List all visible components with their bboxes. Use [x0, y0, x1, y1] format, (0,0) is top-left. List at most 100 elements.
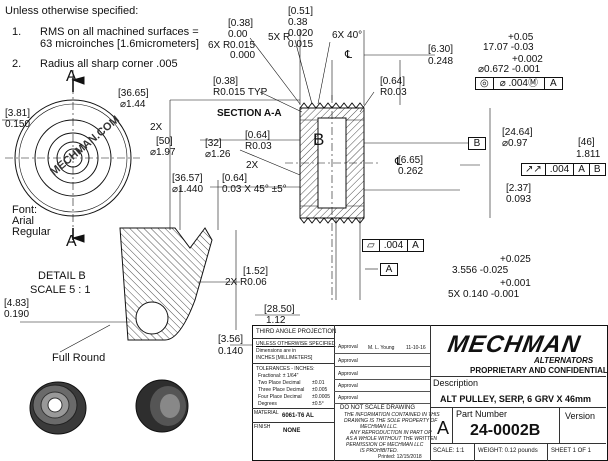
dim-50-bracket: [50] — [156, 136, 173, 147]
divider — [334, 391, 430, 392]
dim-064c: 0.03 X 45° ±5° — [222, 184, 287, 195]
pulley-render-2 — [135, 379, 189, 433]
divider — [252, 338, 334, 339]
dim-2x-b: 2X — [246, 160, 259, 171]
tol-row-label: Fractional: ± 1/64" — [258, 373, 299, 379]
finish-value: NONE — [283, 428, 301, 434]
font-note-2: Arial — [12, 215, 35, 227]
dim-483-bracket: [4.83] — [4, 298, 30, 309]
centerline-symbol-right: ℄ — [395, 156, 403, 168]
dim-6x40: 6X 40° — [332, 30, 363, 41]
divider — [334, 353, 430, 354]
divider — [430, 407, 606, 408]
divider — [334, 366, 430, 367]
description-label: Description — [433, 378, 479, 388]
dim-2x-a: 2X — [150, 122, 163, 133]
notes-header: Unless otherwise specified: — [5, 5, 139, 17]
proprietary-line: AS A WHOLE WITHOUT THE WRITTEN — [346, 436, 438, 442]
divider — [547, 443, 548, 461]
divider — [334, 379, 430, 380]
material-label: MATERIAL — [254, 410, 279, 416]
proprietary-banner: PROPRIETARY AND CONFIDENTIAL — [470, 366, 608, 375]
tol2-plus-0025: +0.025 — [500, 254, 531, 265]
divider — [559, 407, 560, 443]
section-marker-top: A — [66, 68, 77, 85]
dim-6xr-label: 6X R — [208, 40, 231, 51]
approver-name: M. L. Young — [368, 345, 395, 351]
dim-630: 0.248 — [428, 56, 454, 67]
dimension-lines — [2, 30, 491, 353]
fcf-flatness: ▱ .004 A — [362, 239, 424, 252]
dim-2464-bracket: [24.64] — [502, 127, 533, 138]
approver-date: 11-10-16 — [406, 345, 426, 351]
dim-630-bracket: [6.30] — [428, 44, 454, 55]
tol-row-label: Three Place Decimal — [258, 387, 305, 393]
approval-label: Approval — [338, 395, 358, 401]
proprietary-line: DRAWING IS THE SOLE PROPERTY OF — [344, 418, 438, 424]
unless-label: UNLESS OTHERWISE SPECIFIED — [256, 341, 336, 347]
pulley-render-1 — [29, 381, 87, 435]
dim-381-bracket: [3.81] — [5, 108, 31, 119]
dim-665-bracket: [6.65] — [398, 155, 424, 166]
fcf-runout: ↗↗ .004 A B — [521, 163, 606, 176]
tol2-0140: 5X 0.140 -0.001 — [448, 289, 520, 300]
inches-label: INCHES [MILLIMETERS] — [256, 355, 313, 361]
divider — [430, 443, 606, 444]
divider — [334, 325, 335, 461]
dim-2850-bracket: [28.50] — [264, 304, 295, 315]
sheet-value: SHEET 1 OF 1 — [551, 448, 591, 454]
dim-064b-bracket: [0.64] — [245, 130, 271, 141]
dim-038b-bracket: [0.38] — [213, 76, 239, 87]
concentricity-icon: ◎ — [476, 78, 494, 89]
note-2-number: 2. — [12, 58, 22, 70]
fcf-concentricity-value: ⌀ .004Ⓜ — [494, 78, 545, 89]
fcf-runout-datum-b: B — [593, 164, 601, 175]
proprietary-line: THE INFORMATION CONTAINED IN THIS — [344, 412, 440, 418]
note-2-text: Radius all sharp corner .005 — [40, 58, 178, 70]
tol-row-value: ±0.005 — [312, 387, 328, 393]
dim-32-bracket: [32] — [205, 138, 222, 149]
divider — [252, 422, 334, 423]
fcf-runout-datum-a: A — [574, 164, 590, 175]
material-value: 6061-T6 AL — [282, 413, 314, 419]
approval-label: Approval — [338, 371, 358, 377]
divider — [252, 363, 334, 364]
dim-356: 0.140 — [218, 346, 244, 357]
dim-152: 2X R0.06 — [225, 277, 267, 288]
approval-label: Approval — [338, 344, 358, 350]
tol-row-value: ±0.0005 — [312, 394, 331, 400]
dim-064b: R0.03 — [245, 141, 272, 152]
fcf-flatness-datum: A — [412, 240, 419, 251]
divider — [430, 325, 431, 461]
dim-665: 0.262 — [398, 166, 424, 177]
divider — [252, 408, 334, 409]
dim-038b: R0.015 TYP — [213, 87, 268, 98]
detail-b — [119, 227, 213, 341]
tol2-3556: 3.556 -0.025 — [452, 265, 509, 276]
dim-051-bracket: [0.51] — [288, 6, 314, 17]
dim-038a-line3: 0.000 — [230, 50, 256, 61]
dim-237-bracket: [2.37] — [506, 183, 532, 194]
section-marker-bottom: A — [66, 233, 77, 250]
finish-label: FINISH — [254, 424, 271, 430]
version-label: Version — [565, 411, 596, 421]
tol-row-value: ±0.01 — [312, 380, 325, 386]
note-1-number: 1. — [12, 26, 22, 38]
runout-icon: ↗↗ — [522, 164, 546, 175]
dim-3665-bracket: [36.65] — [118, 88, 149, 99]
section-title: SECTION A-A — [217, 108, 282, 119]
note-1-line2: 63 microinches [1.6micrometers] — [40, 38, 199, 50]
divider — [334, 403, 430, 404]
fcf-concentricity: ◎ ⌀ .004Ⓜ A — [475, 77, 563, 90]
dim-50: ⌀1.97 — [150, 147, 176, 158]
dim-32: ⌀1.26 — [205, 149, 231, 160]
weight-value: WEIGHT: 0.12 pounds — [478, 448, 538, 454]
size-value: A — [437, 418, 450, 438]
tolerances-label: TOLERANCES - INCHES: — [256, 366, 315, 372]
tol-row-value: ±0.5° — [312, 401, 324, 407]
centerline-symbol-top: ℄ — [345, 49, 353, 61]
dim-038a-line1: 0.00 — [228, 29, 248, 40]
divider — [430, 376, 606, 377]
proprietary-line: IS PROHIBITED. — [360, 448, 399, 454]
dim-2850: 1.12 — [266, 315, 286, 326]
